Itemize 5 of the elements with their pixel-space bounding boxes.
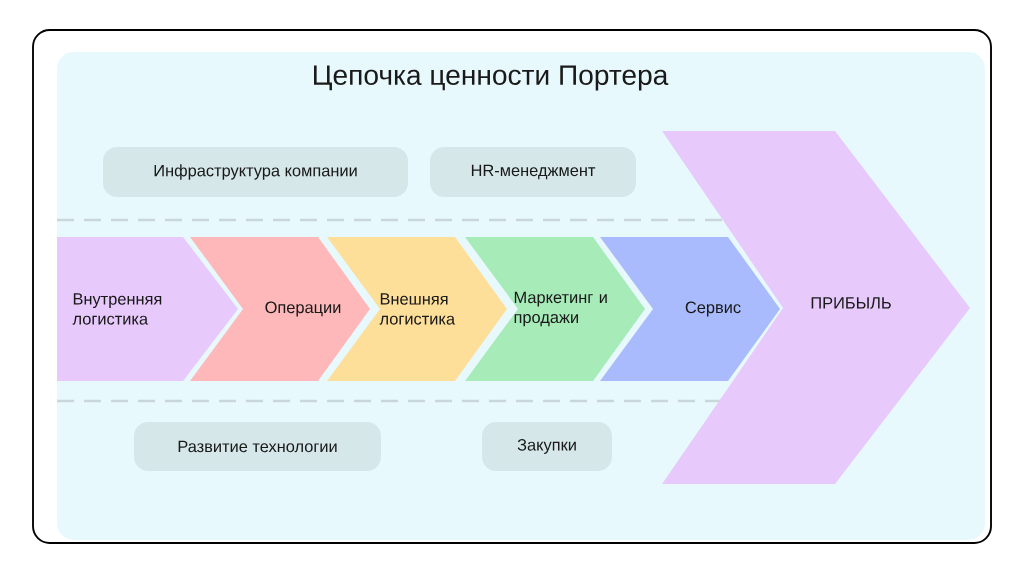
- pill-label: Развитие технологии: [134, 422, 381, 471]
- pill-label: Инфраструктура компании: [103, 147, 408, 197]
- title: Цепочка ценности Портера: [314, 65, 669, 91]
- pill-label: HR-менеджмент: [430, 147, 636, 197]
- pill-label: Закупки: [482, 422, 612, 471]
